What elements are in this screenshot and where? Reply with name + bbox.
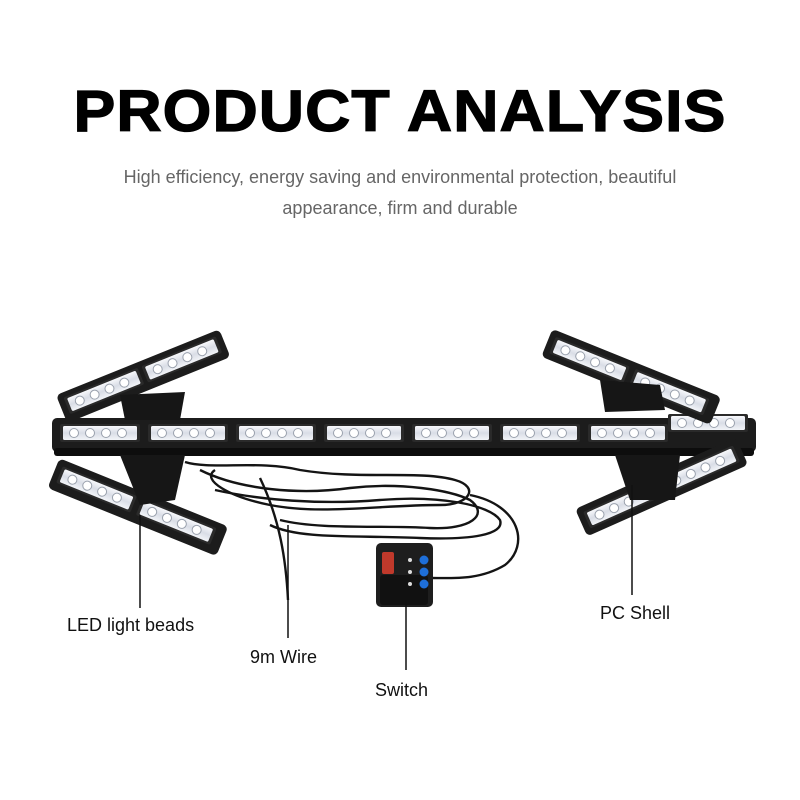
left-lower-bracket [120,455,185,505]
callout-pc-shell: PC Shell [600,603,671,623]
switch-box [376,543,433,607]
callout-switch: Switch [375,680,429,700]
upper-left-light-bar [57,330,229,422]
left-bracket [120,392,185,420]
page-title: PRODUCT ANALYSIS [73,78,727,144]
main-light-bar [52,413,756,456]
callout-led-light-beads: LED light beads [67,615,195,635]
upper-right-light-bar [542,330,720,424]
callout-lines [139,485,633,670]
callout-wire: 9m Wire [250,647,317,667]
page-subtitle: High efficiency, energy saving and envir… [123,167,677,218]
lower-left-light-bar [49,459,227,555]
right-bracket [600,380,665,412]
wire-cable [184,460,520,601]
